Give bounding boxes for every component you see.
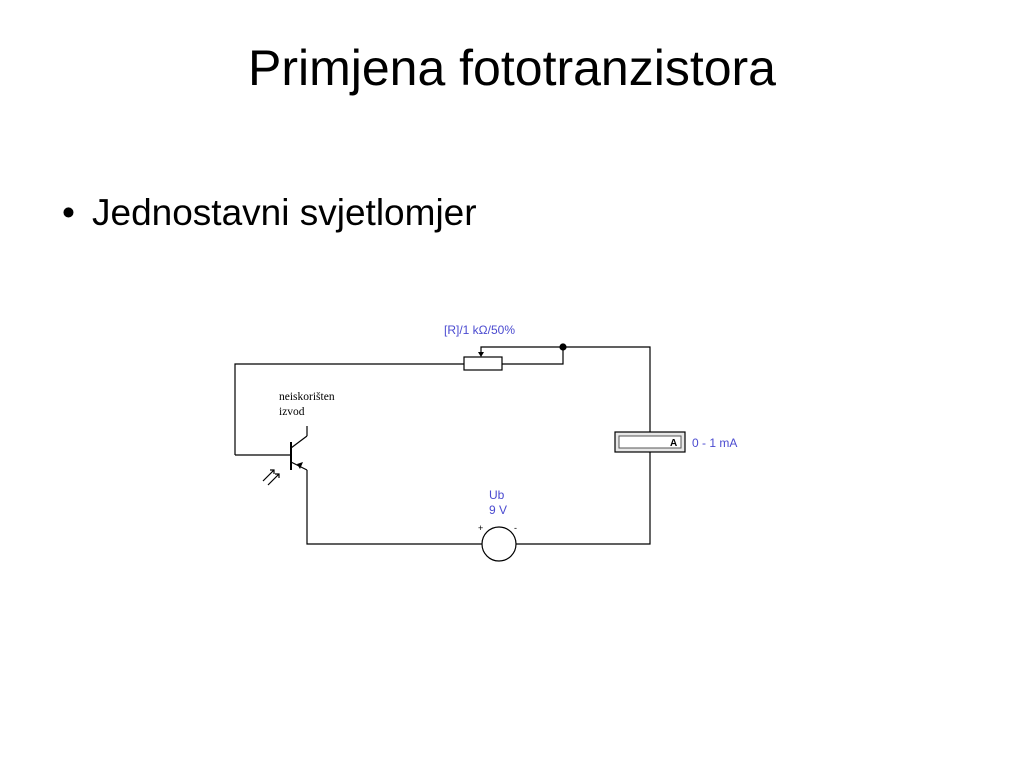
ammeter: A 0 - 1 mA — [614, 431, 737, 453]
wire-top-right — [502, 346, 651, 432]
bullet-list: • Jednostavni svjetlomjer — [62, 190, 477, 236]
wire-right-bottom — [516, 452, 651, 545]
unused-pin-label-line1: neiskorišten — [279, 391, 335, 403]
bullet-text: Jednostavni svjetlomjer — [92, 192, 477, 233]
source-minus-sign: - — [514, 523, 517, 533]
potentiometer-label: [R]/1 kΩ/50% — [444, 323, 515, 337]
bullet-item: • Jednostavni svjetlomjer — [62, 190, 477, 236]
source-name: Ub — [489, 488, 505, 502]
wires — [234, 346, 651, 545]
potentiometer: [R]/1 kΩ/50% — [444, 323, 515, 371]
source-circle — [481, 526, 517, 562]
bullet-dot: • — [62, 192, 75, 233]
slide-title: Primjena fototranzistora — [247, 40, 776, 96]
transistor-emitter-arrow — [297, 462, 303, 469]
junction-dot — [559, 343, 567, 351]
potentiometer-wiper-arrow — [478, 352, 484, 357]
ammeter-display — [618, 435, 682, 449]
light-arrows-icon — [262, 469, 280, 486]
phototransistor: neiskorišten izvod — [262, 391, 335, 486]
voltage-source: Ub 9 V + - — [478, 488, 517, 562]
source-value: 9 V — [489, 503, 507, 517]
source-plus-sign: + — [478, 523, 483, 533]
wire-left-top — [234, 363, 464, 455]
ammeter-symbol: A — [670, 438, 677, 449]
ammeter-range-label: 0 - 1 mA — [692, 436, 737, 450]
potentiometer-body — [463, 356, 503, 371]
wire-bottom-left — [306, 470, 482, 545]
transistor-collector — [290, 435, 308, 449]
wire-wiper — [480, 346, 563, 352]
unused-pin-label-line2: izvod — [279, 406, 305, 418]
